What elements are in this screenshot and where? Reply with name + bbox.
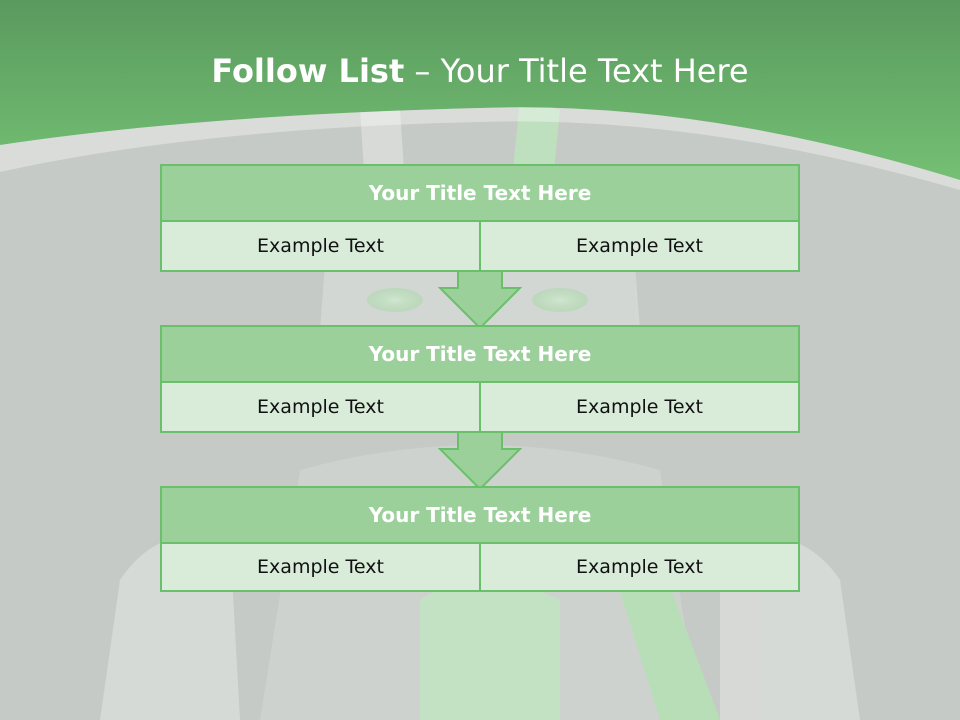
step-block-1: Your Title Text Here Example Text Exampl… xyxy=(160,164,800,272)
step-text-right: Example Text xyxy=(479,383,798,431)
step-text-left: Example Text xyxy=(257,235,384,257)
step-text-left: Example Text xyxy=(257,396,384,418)
step-block-2: Your Title Text Here Example Text Exampl… xyxy=(160,325,800,433)
step-block-3: Your Title Text Here Example Text Exampl… xyxy=(160,486,800,592)
step-title: Your Title Text Here xyxy=(162,166,798,222)
slide-title-bold: Follow List xyxy=(211,52,405,90)
step-text-right: Example Text xyxy=(479,222,798,270)
slide-title-rest: – Your Title Text Here xyxy=(404,52,749,90)
step-text-left: Example Text xyxy=(257,556,384,578)
down-arrow-icon xyxy=(438,270,522,330)
step-title: Your Title Text Here xyxy=(162,488,798,544)
down-arrow-icon xyxy=(438,431,522,491)
slide-title: Follow List – Your Title Text Here xyxy=(0,52,960,90)
step-title: Your Title Text Here xyxy=(162,327,798,383)
top-banner xyxy=(0,0,960,180)
step-text-right: Example Text xyxy=(479,544,798,590)
